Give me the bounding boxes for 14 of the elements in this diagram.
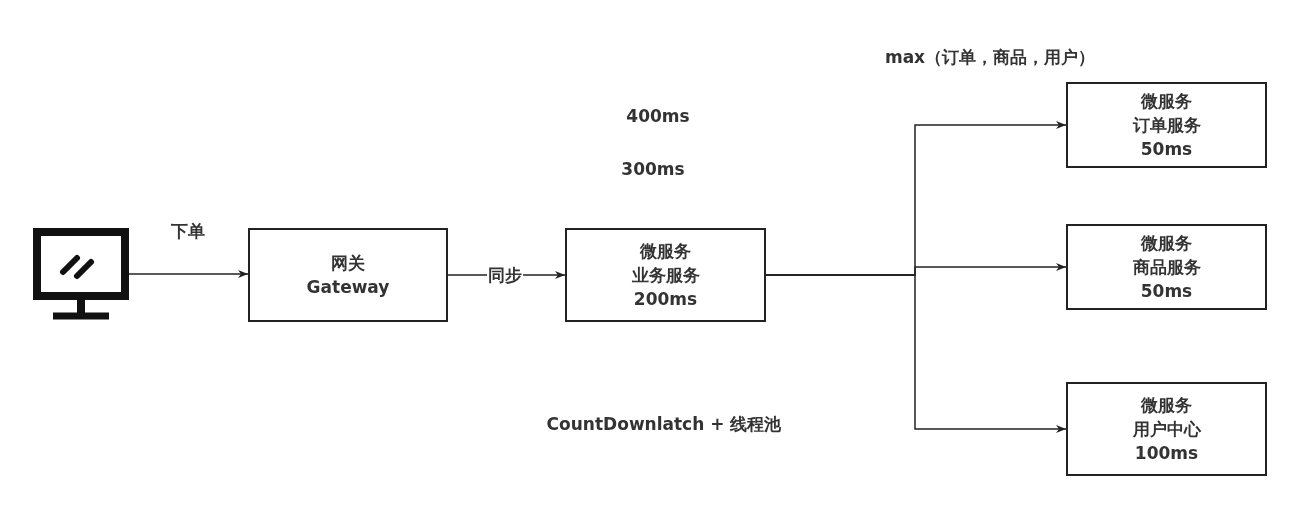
- service-box: 微服务 商品服务 50ms: [1066, 224, 1267, 310]
- service-box: 微服务 业务服务 200ms: [565, 228, 766, 322]
- service-box: 微服务 用户中心 100ms: [1066, 382, 1267, 476]
- gateway-box: 网关 Gateway: [248, 228, 448, 322]
- note-text: CountDownlatch + 线程池: [546, 412, 782, 436]
- edge-label: 下单: [170, 219, 206, 243]
- note-text: 300ms: [621, 159, 685, 179]
- edge-label: 同步: [487, 263, 523, 287]
- service-box: 微服务 订单服务 50ms: [1066, 82, 1267, 168]
- arrow: [128, 270, 249, 278]
- note-text: 400ms: [626, 106, 690, 126]
- note-text: max（订单，商品，用户）: [884, 45, 1096, 69]
- arrow: [765, 274, 1067, 433]
- monitor-icon: [33, 228, 129, 320]
